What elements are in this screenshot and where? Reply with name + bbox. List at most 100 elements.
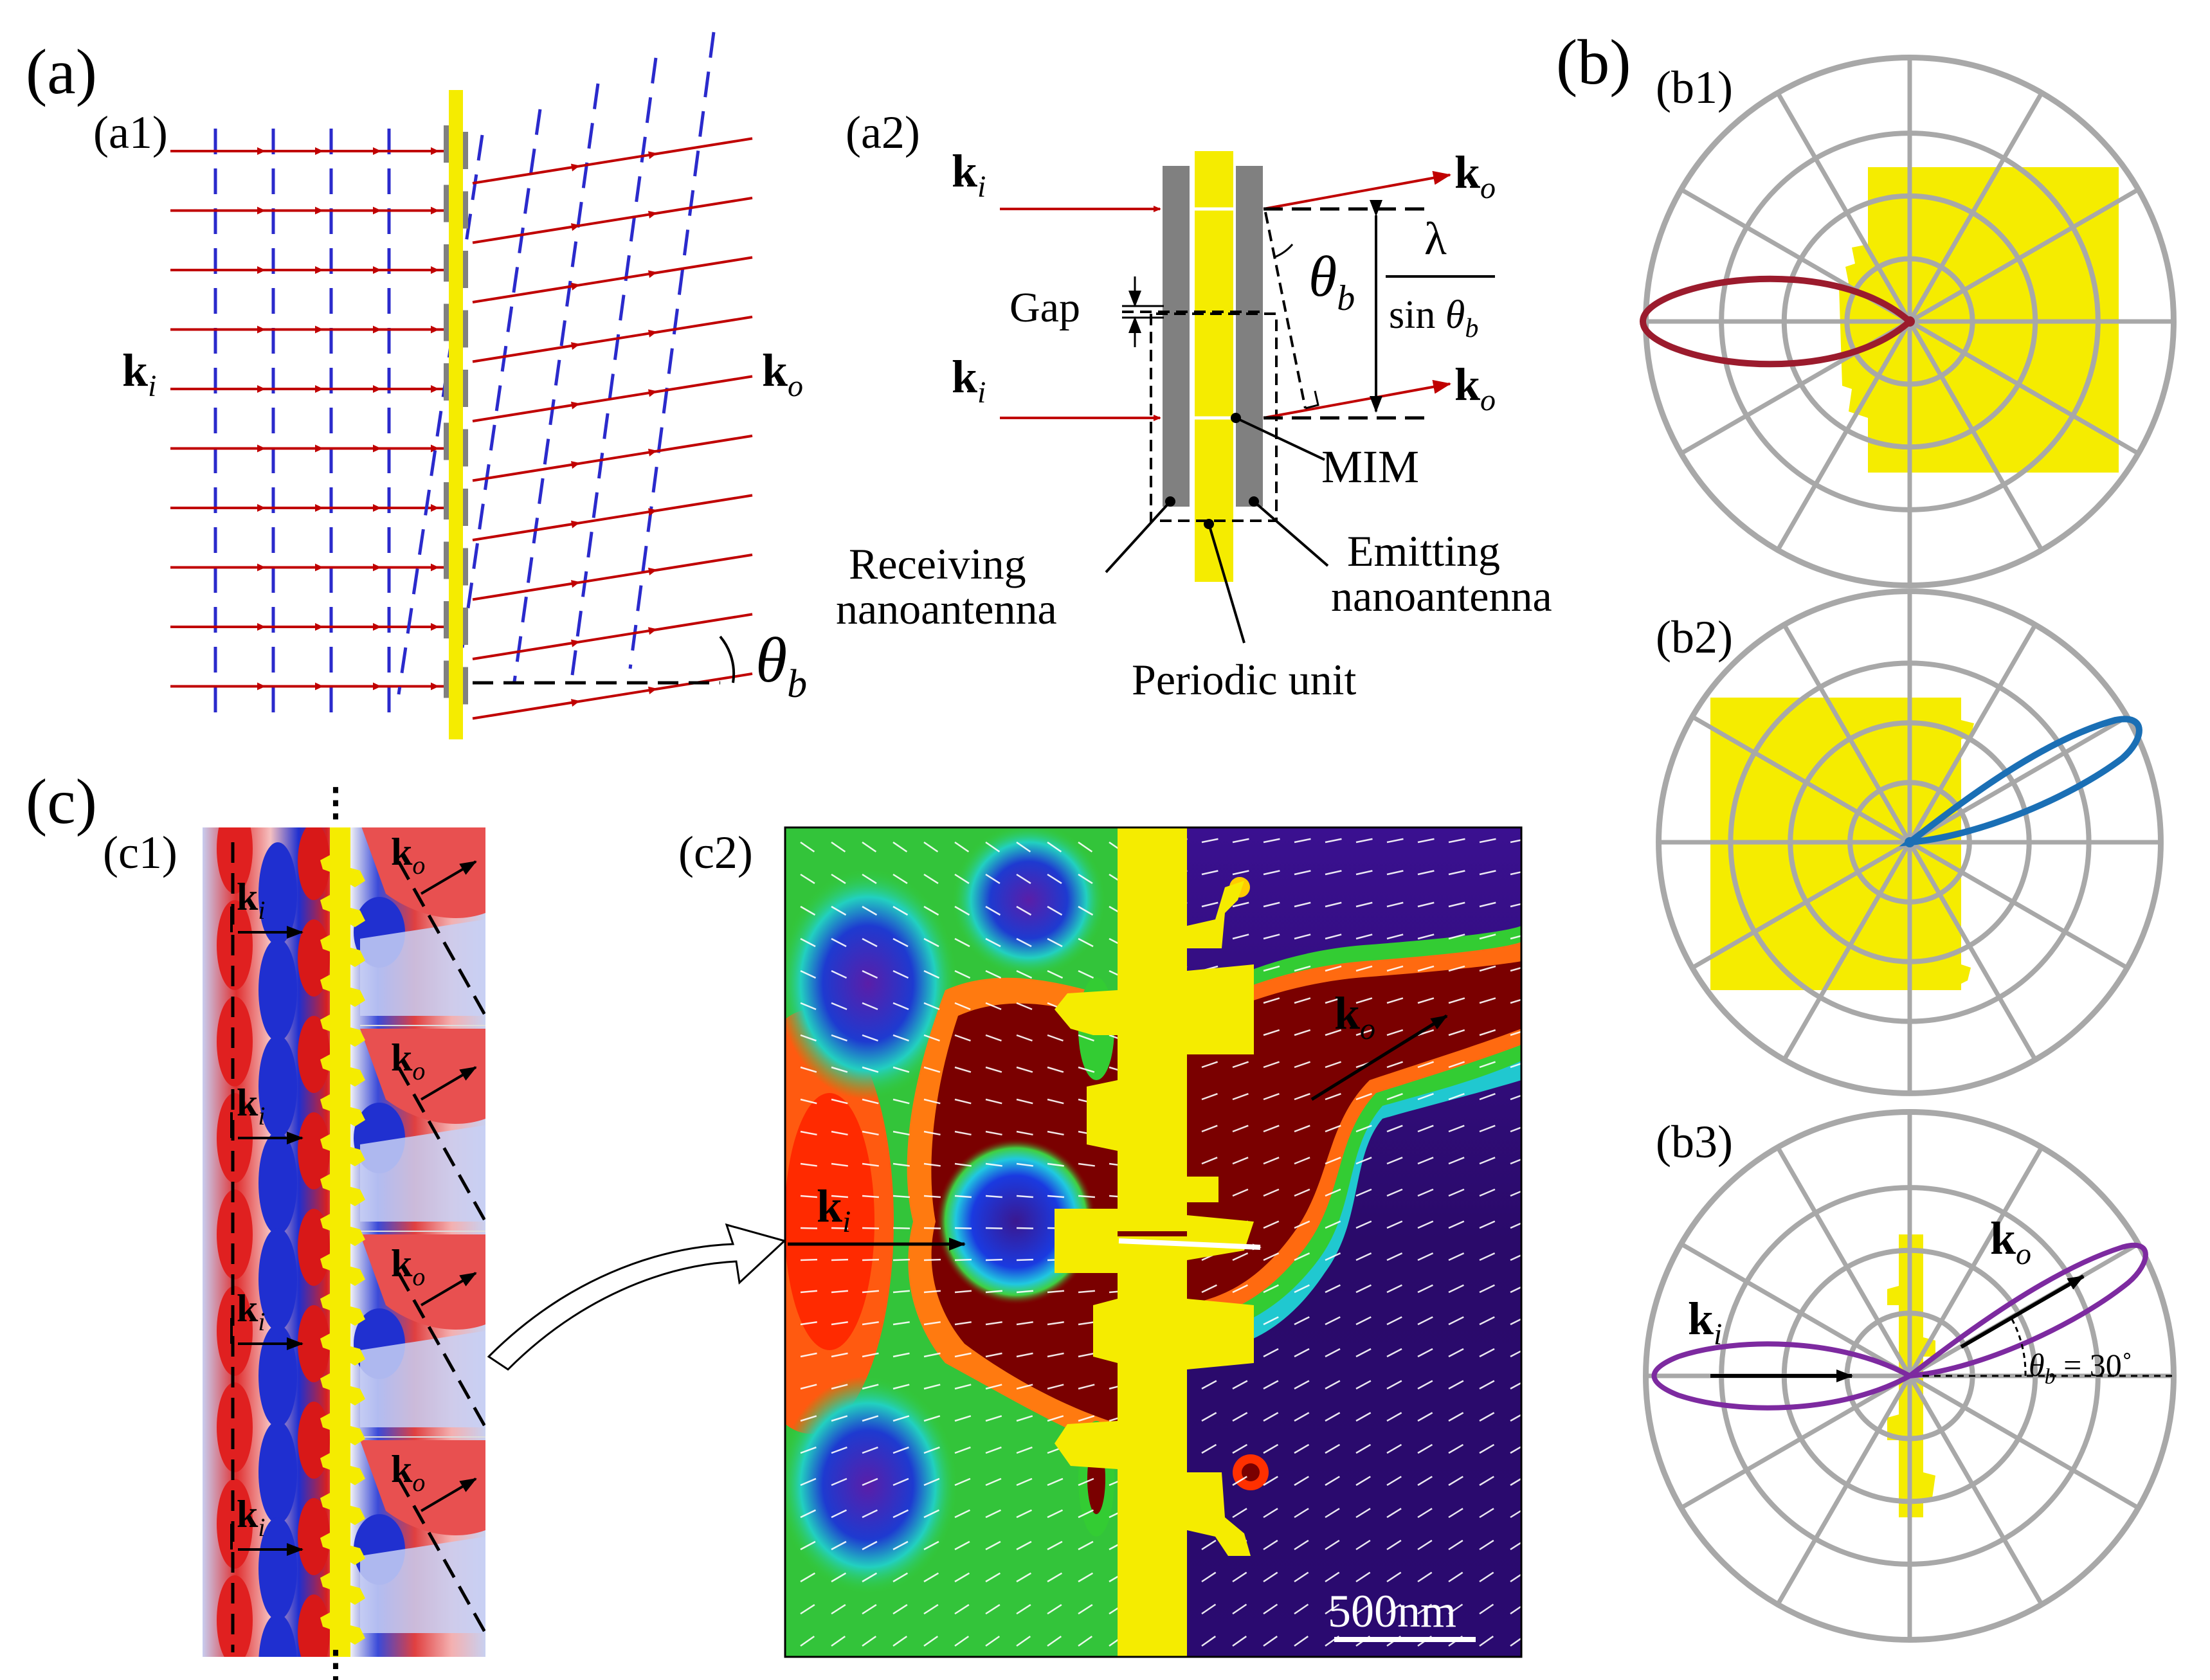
field-lobe bbox=[298, 1498, 330, 1575]
field-vector bbox=[1016, 1352, 1033, 1358]
field-vector bbox=[800, 1098, 817, 1105]
panel-label-b3: (b3) bbox=[1656, 1116, 1733, 1168]
field-lobe bbox=[217, 1382, 253, 1472]
field-vector bbox=[862, 1227, 880, 1229]
ray-arrowhead bbox=[315, 147, 323, 155]
field-vector bbox=[1294, 1125, 1310, 1133]
field-vector bbox=[954, 1002, 971, 1011]
field-vector bbox=[1386, 1092, 1403, 1101]
field-vector bbox=[1479, 1603, 1494, 1615]
field-vector bbox=[985, 1227, 1003, 1229]
panel-label-b2: (b2) bbox=[1656, 611, 1733, 663]
field-vector bbox=[800, 905, 816, 916]
c2-antennas bbox=[1055, 881, 1254, 1556]
field-vector bbox=[1479, 1029, 1496, 1036]
c1-antenna-left bbox=[320, 1094, 330, 1111]
field-vector bbox=[1078, 937, 1094, 948]
field-vector bbox=[985, 970, 1002, 979]
field-vector bbox=[800, 970, 817, 979]
field-vector bbox=[1448, 1443, 1464, 1454]
field-vector bbox=[892, 1446, 909, 1454]
field-vector bbox=[954, 1384, 972, 1390]
field-vector bbox=[1479, 1571, 1494, 1583]
field-vector bbox=[1078, 1321, 1095, 1326]
ray-arrowhead bbox=[257, 325, 266, 334]
field-vector bbox=[1325, 1092, 1341, 1101]
c1-antenna-right bbox=[350, 908, 365, 927]
field-vector bbox=[985, 1384, 1002, 1390]
c1-antenna-right bbox=[350, 868, 365, 887]
field-vector bbox=[831, 1477, 847, 1486]
field-vector bbox=[1355, 1125, 1372, 1133]
c1-antenna-left bbox=[320, 1214, 330, 1231]
field-vector bbox=[1355, 1476, 1371, 1486]
ray-arrowhead bbox=[315, 623, 323, 631]
field-vector bbox=[831, 937, 847, 948]
c1-k-o-arrow bbox=[420, 1477, 477, 1512]
field-vector bbox=[1386, 1157, 1403, 1165]
field-vector bbox=[1294, 1380, 1310, 1390]
field-vector bbox=[923, 1002, 940, 1011]
field-vector bbox=[1479, 1220, 1496, 1229]
panel-label-a2: (a2) bbox=[846, 107, 920, 158]
field-vector bbox=[1448, 965, 1465, 972]
polar-spoke bbox=[1907, 624, 2038, 844]
field-vector bbox=[1386, 870, 1404, 876]
field-vector bbox=[1016, 1540, 1032, 1551]
field-vector bbox=[1479, 1284, 1495, 1294]
field-vector bbox=[1417, 1092, 1434, 1101]
field-vector bbox=[985, 1290, 1003, 1294]
field-vector bbox=[1417, 965, 1435, 972]
field-vector bbox=[1016, 1415, 1033, 1422]
receiving-antenna-bar bbox=[1163, 166, 1190, 507]
ray-arrowhead bbox=[648, 210, 657, 219]
polar-spoke bbox=[1680, 1242, 1911, 1378]
ray-arrowhead bbox=[431, 266, 439, 274]
field-vector bbox=[1479, 838, 1496, 844]
field-vector bbox=[1232, 1125, 1249, 1133]
field-vector bbox=[1510, 1637, 1521, 1647]
field-vector bbox=[862, 1290, 880, 1294]
field-vector bbox=[1016, 1227, 1034, 1229]
field-vector bbox=[1016, 1636, 1031, 1647]
field-vector bbox=[892, 1162, 910, 1167]
field-vector bbox=[1325, 1157, 1341, 1165]
c1-k-i-label: ki bbox=[237, 1081, 266, 1130]
field-vector bbox=[1263, 997, 1280, 1004]
field-vector bbox=[1479, 1539, 1494, 1551]
polar-spoke bbox=[1775, 92, 1912, 323]
field-vector bbox=[1016, 1130, 1033, 1136]
field-vector bbox=[1016, 1034, 1033, 1042]
field-vector bbox=[1263, 1508, 1278, 1519]
wavefront-line bbox=[1264, 212, 1307, 409]
polar-spoke bbox=[1907, 320, 2044, 551]
field-vector bbox=[1510, 1094, 1521, 1101]
field-vector bbox=[1263, 1188, 1280, 1197]
field-vector bbox=[800, 1002, 817, 1011]
transmitted-ray bbox=[472, 196, 753, 244]
field-vector bbox=[1355, 901, 1373, 908]
field-vector bbox=[831, 1290, 849, 1294]
field-vector bbox=[1479, 1157, 1496, 1165]
field-vector bbox=[954, 1446, 971, 1454]
transmitted-ray bbox=[472, 256, 753, 303]
field-vector bbox=[1078, 1509, 1094, 1519]
field-vector bbox=[1263, 1092, 1280, 1101]
emitting-label-1: Emitting bbox=[1347, 527, 1500, 575]
field-vector bbox=[1047, 905, 1063, 916]
field-vector bbox=[1510, 966, 1521, 972]
incident-rays bbox=[170, 147, 444, 691]
b2-radiation-lobe bbox=[1899, 716, 2142, 847]
field-vector bbox=[800, 1415, 817, 1422]
c1-antenna-left bbox=[320, 1174, 330, 1191]
field-vector bbox=[1078, 1195, 1096, 1198]
field-vector bbox=[1294, 838, 1311, 844]
field-vector bbox=[1510, 935, 1521, 940]
field-vector bbox=[1448, 1476, 1463, 1486]
wavefront-line bbox=[397, 134, 484, 695]
ray-arrowhead bbox=[257, 563, 266, 572]
c1-k-o-label: ko bbox=[391, 1448, 425, 1497]
field-vector bbox=[800, 1321, 817, 1326]
field-vector bbox=[1232, 1157, 1249, 1165]
field-vector bbox=[954, 1572, 970, 1583]
